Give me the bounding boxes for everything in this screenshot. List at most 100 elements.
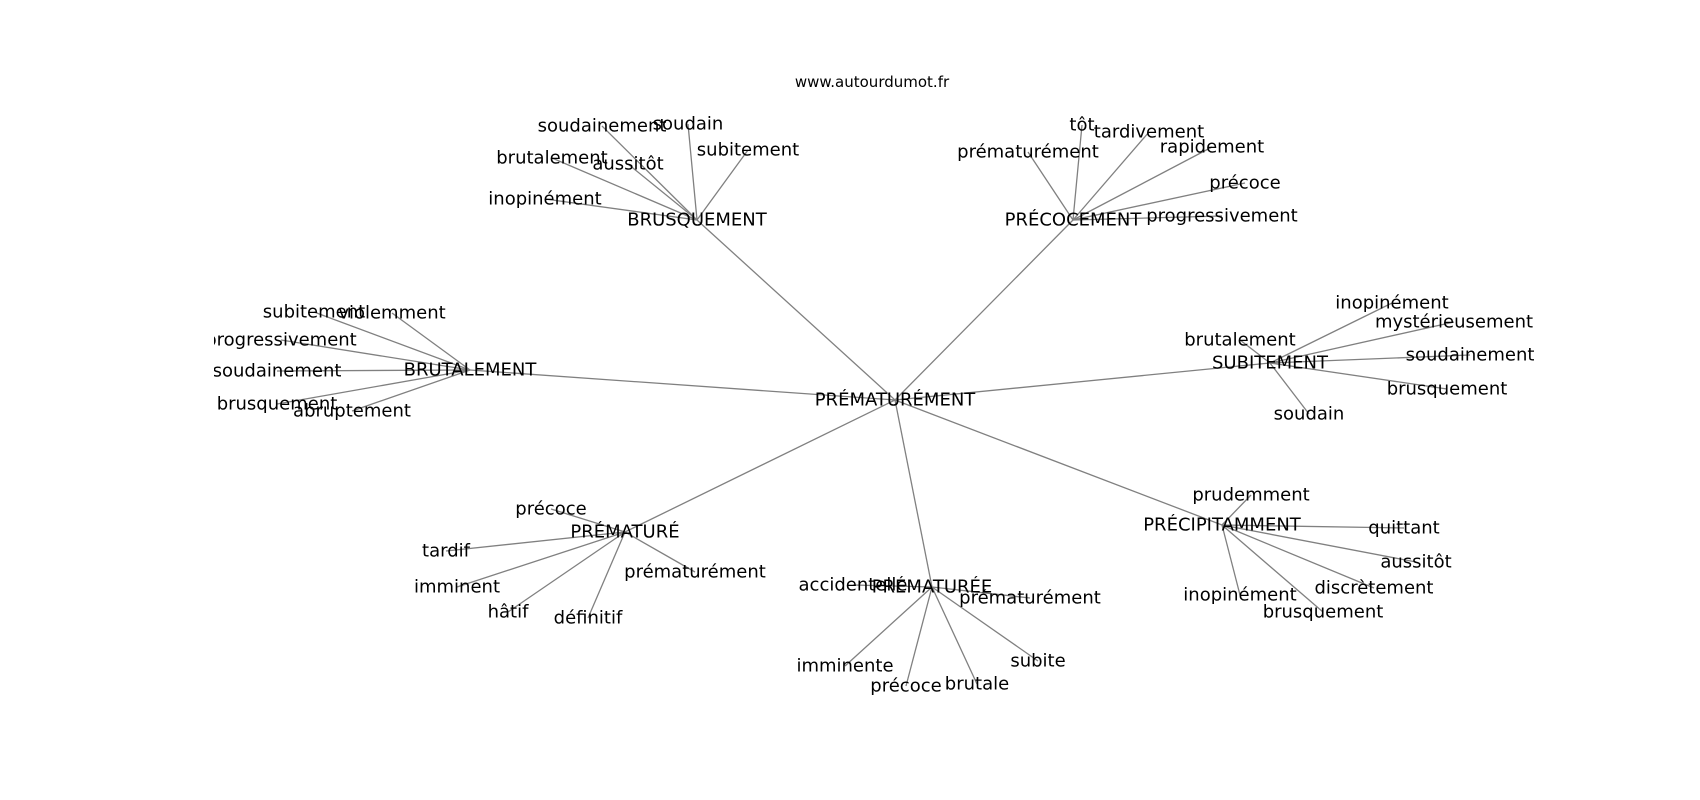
edge-brutalement-leaf [351,369,471,412]
edge-center-prematuree [894,399,933,588]
edge-precocement-leaf [1027,151,1074,221]
edge-precipitamment-leaf [1221,524,1405,529]
leaf-word[interactable]: imminent [414,577,500,598]
hub-word-prematuree[interactable]: PRÉMATURÉE [872,576,993,598]
edge-subitement-leaf [1239,339,1271,364]
hub-word-subitement[interactable]: SUBITEMENT [1212,353,1329,374]
edge-precipitamment-leaf [1221,524,1375,589]
leaf-word[interactable]: hâtif [488,602,529,623]
center-word[interactable]: PRÉMATURÉMENT [815,389,977,411]
leaf-word[interactable]: brutalement [1184,330,1295,351]
edge-brusquement-leaf [687,123,698,221]
leaf-word[interactable]: aussitôt [1380,552,1451,573]
edge-precocement-leaf [1072,182,1246,221]
edge-prematuree-leaf [931,586,1031,599]
leaf-word[interactable]: soudain [653,114,724,135]
edge-precocement-leaf [1072,124,1083,221]
leaf-word[interactable]: précoce [515,499,586,520]
edge-brusquement-leaf [601,125,698,221]
hub-word-precocement[interactable]: PRÉCOCEMENT [1005,209,1143,231]
leaf-word[interactable]: subite [1010,651,1065,672]
leaf-word[interactable]: brutale [945,674,1009,695]
edge-center-premature [624,399,896,533]
leaf-word[interactable]: accidentelle [799,575,908,596]
leaf-word[interactable]: précoce [870,676,941,697]
leaf-word[interactable]: tardivement [1094,122,1204,143]
hub-word-premature[interactable]: PRÉMATURÉ [570,521,679,543]
edge-center-brusquement [696,219,896,401]
leaf-word[interactable]: brusquement [1387,379,1508,400]
edge-premature-leaf [445,531,626,552]
leaf-word[interactable]: prudemment [1192,485,1309,506]
leaf-word[interactable]: brusquement [1263,602,1384,623]
edge-brutalement-leaf [313,311,471,371]
leaf-word[interactable]: prématurément [624,562,766,583]
site-url[interactable]: www.autourdumot.fr [795,73,950,91]
leaf-word[interactable]: soudainement [213,361,342,382]
edge-precocement-leaf [1072,146,1213,221]
leaf-word[interactable]: inopinément [488,189,601,210]
leaf-word[interactable]: prématurément [957,142,1099,163]
hub-word-brusquement[interactable]: BRUSQUEMENT [627,210,768,231]
edge-brusquement-leaf [627,163,698,221]
edge-brutalement-leaf [391,312,471,371]
edge-prematuree-leaf [931,586,1039,662]
edge-subitement-leaf [1269,321,1455,364]
leaf-word[interactable]: mystérieusement [1375,312,1533,333]
leaf-word[interactable]: brutalement [496,148,607,169]
edge-subitement-leaf [1269,354,1471,364]
edge-premature-leaf [624,531,696,573]
edge-brusquement-leaf [544,198,698,221]
edge-premature-leaf [587,531,626,619]
leaf-word[interactable]: violemment [338,303,445,324]
leaf-word[interactable]: imminente [796,656,893,677]
leaf-word[interactable]: précoce [1209,173,1280,194]
edge-center-brutalement [469,369,896,401]
edge-brutalement-leaf [276,369,471,405]
edge-brusquement-leaf [551,157,698,221]
leaf-word[interactable]: discrètement [1315,578,1434,599]
leaf-word[interactable]: abruptement [293,401,411,422]
edge-premature-leaf [550,508,626,533]
leaf-word[interactable]: prématurément [959,588,1101,609]
edge-premature-leaf [456,531,626,588]
edge-center-precocement [894,219,1074,401]
edge-brusquement-leaf [696,149,749,221]
leaf-word[interactable]: quittant [1368,518,1439,539]
leaf-word[interactable]: rapidement [1160,137,1264,158]
edge-prematuree-leaf [852,584,933,588]
edge-center-precipitamment [894,399,1223,526]
leaf-word[interactable]: soudainement [1406,345,1535,366]
edge-subitement-leaf [1269,362,1448,390]
leaf-word[interactable]: définitif [554,608,623,629]
leaf-word[interactable]: soudainement [538,116,667,137]
leaf-word[interactable]: subitement [263,302,365,323]
edge-prematuree-leaf [844,586,933,667]
edge-precipitamment-leaf [1221,524,1417,563]
edge-precipitamment-leaf [1221,494,1252,526]
edge-precipitamment-leaf [1221,524,1324,613]
hub-word-precipitamment[interactable]: PRÉCIPITAMMENT [1143,514,1302,536]
edge-prematuree-leaf [905,586,933,687]
leaf-word[interactable]: progressivement [205,330,357,351]
edge-precocement-leaf [1072,215,1223,221]
edge-brutalement-leaf [280,339,471,371]
edge-subitement-leaf [1269,362,1310,415]
edge-premature-leaf [507,531,626,613]
leaf-word[interactable]: progressivement [1146,206,1298,227]
leaf-word[interactable]: tardif [422,541,471,562]
edge-brutalement-leaf [276,369,471,372]
leaf-word[interactable]: aussitôt [592,154,663,175]
leaf-word[interactable]: tôt [1069,115,1094,136]
leaf-word[interactable]: soudain [1274,404,1345,425]
hub-word-brutalement[interactable]: BRUTALEMENT [404,360,538,381]
edge-center-subitement [894,362,1271,401]
leaf-word[interactable]: inopinément [1335,293,1448,314]
edge-precocement-leaf [1072,131,1150,221]
edge-precipitamment-leaf [1221,524,1241,596]
edge-prematuree-leaf [931,586,978,685]
leaf-word[interactable]: inopinément [1183,585,1296,606]
leaf-word[interactable]: brusquement [217,394,338,415]
leaf-word[interactable]: subitement [697,140,799,161]
